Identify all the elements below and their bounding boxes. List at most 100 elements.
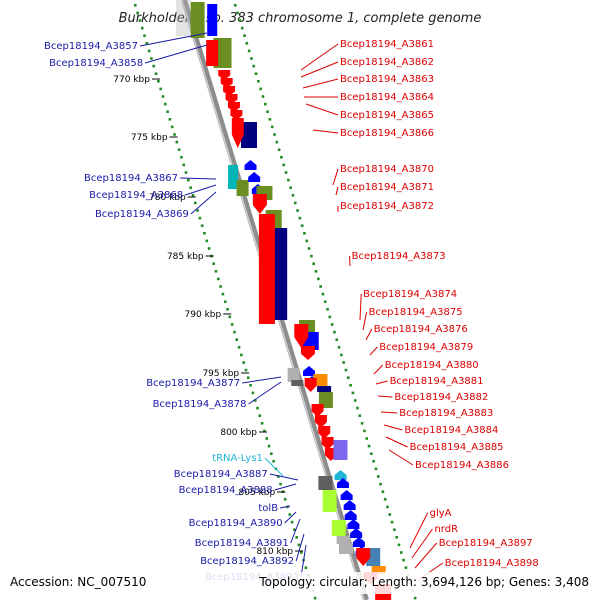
ring-tick-inner <box>136 11 139 15</box>
gene-arrow-down <box>356 548 371 566</box>
leader-line-left <box>300 544 307 578</box>
gene-arrow-up <box>334 470 347 480</box>
ring-tick-inner <box>223 300 227 303</box>
leader-line-right <box>414 542 438 569</box>
ring-tick-inner <box>140 26 144 30</box>
ring-tick-inner <box>150 57 153 60</box>
gene-label-right: Bcep18194_A3873 <box>352 251 446 262</box>
ring-tick-outer <box>344 368 348 372</box>
ring-tick-outer <box>282 163 286 167</box>
ring-tick-outer <box>243 34 246 37</box>
ring-tick-inner <box>161 95 165 98</box>
gene-label-left: Bcep18194_A3857 <box>44 41 138 52</box>
map-title: Burkholderia sp. 383 chromosome 1, compl… <box>119 11 482 26</box>
scale-tick-label: 775 kbp <box>131 133 168 143</box>
ring-tick-inner <box>240 353 243 357</box>
ring-tick-outer <box>326 308 329 311</box>
ring-tick-inner <box>173 133 176 136</box>
ring-tick-inner <box>230 323 234 326</box>
leader-line-right <box>305 103 339 116</box>
ring-tick-inner <box>177 148 181 151</box>
leader-line-right <box>300 61 339 78</box>
leader-line-right <box>385 436 408 448</box>
gene-arrow-up <box>347 519 360 529</box>
leader-line-layer <box>139 32 444 581</box>
ring-tick-inner <box>187 178 190 182</box>
ring-tick-inner <box>249 384 252 387</box>
gene-box <box>336 536 351 544</box>
ring-tick-outer <box>363 429 366 433</box>
leader-line-right <box>332 168 339 186</box>
gene-box <box>190 2 205 38</box>
ring-tick-inner <box>297 543 301 547</box>
ring-tick-outer <box>277 148 281 151</box>
genome-summary-text: Topology: circular; Length: 3,694,126 bp… <box>258 575 589 589</box>
ring-tick-inner <box>182 163 186 167</box>
ring-tick-inner <box>203 232 206 235</box>
leader-line-left <box>184 184 217 196</box>
gene-box <box>271 228 288 320</box>
ring-tick-inner <box>214 270 218 273</box>
leader-line-left <box>295 533 305 562</box>
ring-tick-inner <box>251 391 255 395</box>
gene-label-right: Bcep18194_A3881 <box>390 376 484 387</box>
ring-tick-outer <box>314 270 318 273</box>
accession-text: Accession: NC_007510 <box>10 575 146 589</box>
gene-arrow-up <box>336 478 349 488</box>
ring-tick-outer <box>340 353 343 357</box>
gene-label-right: Bcep18194_A3874 <box>363 289 457 300</box>
gene-arrow-down <box>314 415 327 428</box>
ring-tick-outer <box>257 80 260 83</box>
gene-label-layer: Bcep18194_A3857Bcep18194_A3858Bcep18194_… <box>44 39 539 583</box>
gene-box <box>331 520 346 536</box>
ring-tick-inner <box>288 513 292 516</box>
leader-line-right <box>300 43 339 71</box>
ring-tick-outer <box>349 384 352 387</box>
ring-tick-inner <box>272 460 275 463</box>
leader-line-left <box>248 381 282 405</box>
ring-tick-inner <box>134 4 137 7</box>
leader-line-right <box>362 311 368 331</box>
gene-box <box>371 566 386 574</box>
ring-tick-outer <box>330 323 334 326</box>
scale-tick-label: 805 kbp <box>239 488 276 498</box>
ring-tick-outer <box>413 596 417 600</box>
ring-tick-outer <box>252 64 256 68</box>
feature-layer <box>176 0 392 600</box>
ring-tick-outer <box>259 87 262 91</box>
ring-tick-outer <box>383 498 387 501</box>
ring-tick-inner <box>304 566 308 569</box>
ring-tick-inner <box>184 171 188 174</box>
ring-tick-outer <box>399 551 403 554</box>
ring-tick-inner <box>198 216 202 220</box>
ring-tick-inner <box>193 201 197 205</box>
gene-box <box>228 165 239 189</box>
ring-tick-outer <box>238 19 242 22</box>
gene-label-right: nrdR <box>434 524 458 535</box>
ring-tick-outer <box>346 376 350 379</box>
gene-label-right: Bcep18194_A3866 <box>340 128 434 139</box>
ring-tick-inner <box>163 102 167 106</box>
leader-line-left <box>279 505 291 509</box>
gene-label-right: Bcep18194_A3870 <box>340 164 434 175</box>
ring-tick-outer <box>393 528 396 531</box>
gene-box <box>287 368 300 382</box>
gene-arrow-down <box>218 70 231 80</box>
gene-label-right: Bcep18194_A3861 <box>340 39 434 50</box>
ring-tick-outer <box>263 102 267 106</box>
gene-label-right: Bcep18194_A3880 <box>385 360 479 371</box>
gene-label-left: Bcep18194_A3867 <box>84 173 178 184</box>
ring-tick-inner <box>145 42 149 45</box>
ring-tick-inner <box>267 444 271 448</box>
gene-arrow-down <box>223 86 236 96</box>
ring-tick-inner <box>270 452 273 455</box>
gene-label-left: Bcep18194_A3890 <box>189 518 283 529</box>
leader-line-right <box>373 364 384 375</box>
leader-line-left <box>274 483 297 491</box>
gene-label-right: Bcep18194_A3879 <box>379 342 473 353</box>
gene-label-right: Bcep18194_A3865 <box>340 110 434 121</box>
ring-tick-outer <box>360 422 364 425</box>
ring-tick-outer <box>388 513 392 516</box>
gene-box <box>206 40 219 66</box>
